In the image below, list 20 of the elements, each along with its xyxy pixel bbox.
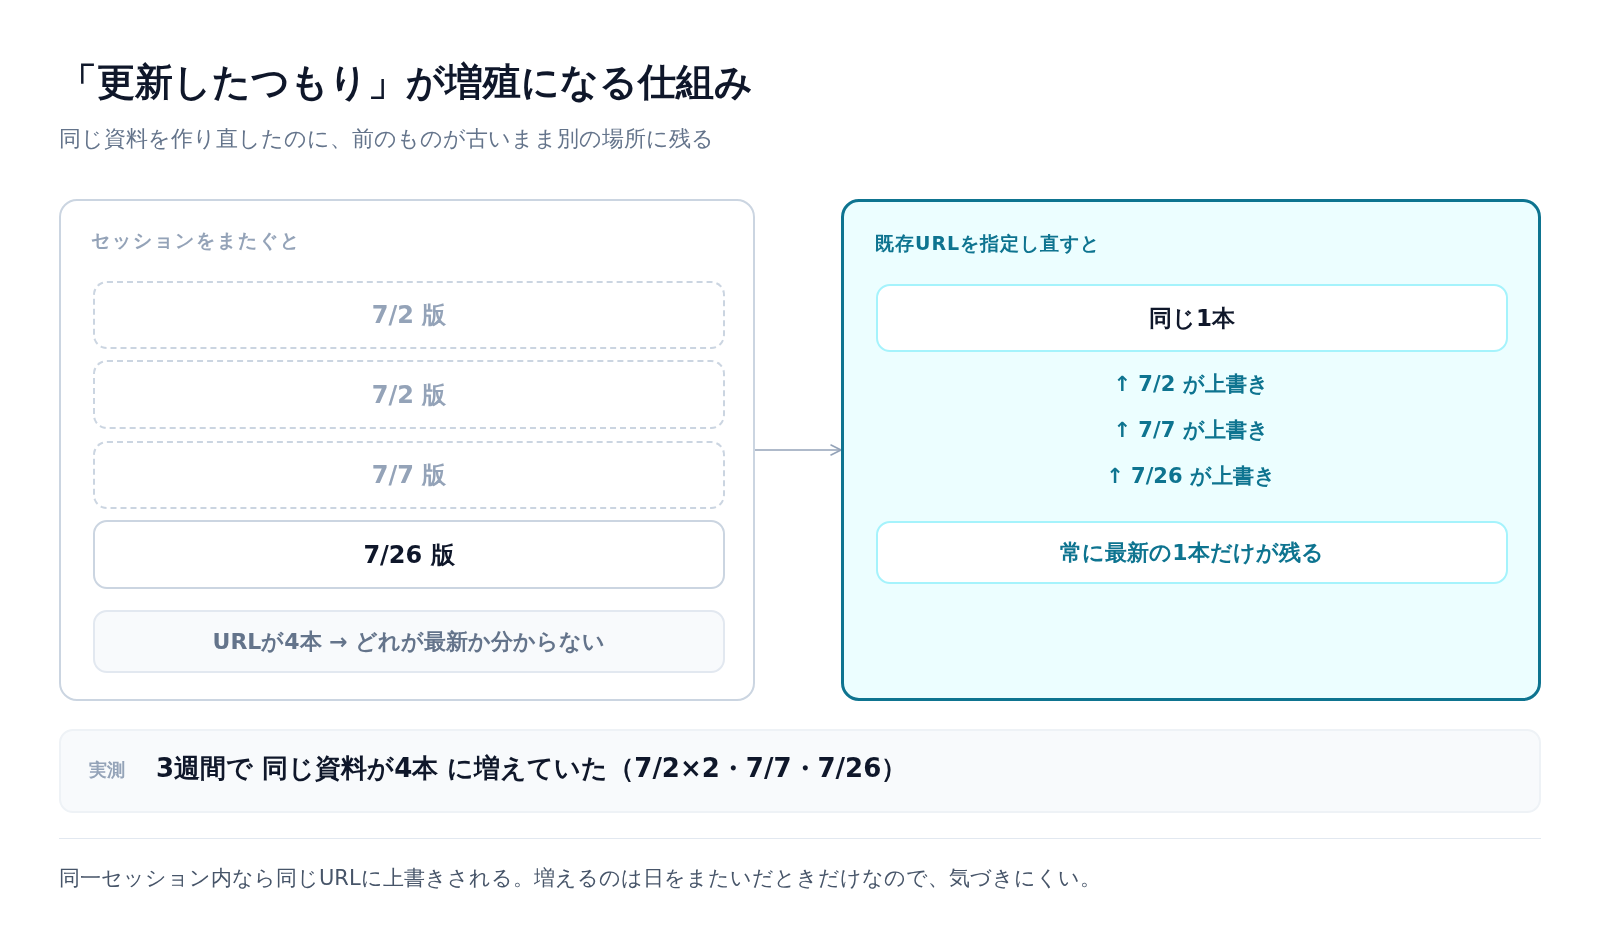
panel-heading: セッションをまたぐと [91, 229, 301, 252]
overwrite-note: ↑ 7/7 が上書き [1113, 418, 1269, 444]
comparison-panel [841, 199, 1541, 701]
title: 「更新したつもり」が増殖になる仕組み [59, 60, 753, 106]
version-card: 7/26 版 [93, 520, 725, 589]
result-card: 同じ1本 [876, 284, 1508, 352]
version-card: 7/7 版 [93, 441, 725, 509]
subtitle: 同じ資料を作り直したのに、前のものが古いまま別の場所に残る [59, 126, 714, 153]
summary-box: URLが4本 → どれが最新か分からない [93, 610, 725, 673]
overwrite-note: ↑ 7/26 が上書き [1106, 464, 1276, 490]
footnote: 同一セッション内なら同じURLに上書きされる。増えるのは日をまたいだときだけなので、気づきにくい。 [59, 866, 1101, 892]
comparison-panel [59, 199, 755, 701]
panel-heading: 既存URLを指定し直すと [875, 232, 1101, 255]
result-text: 3週間で 同じ資料が4本 に増えていた（7/2×2・7/7・7/26） [156, 753, 908, 785]
version-card: 7/2 版 [93, 281, 725, 349]
overwrite-note: ↑ 7/2 が上書き [1113, 372, 1269, 398]
version-card: 7/2 版 [93, 360, 725, 429]
tag-label: 実測 [89, 759, 125, 781]
result-card: 常に最新の1本だけが残る [876, 521, 1508, 584]
arrow [754, 444, 842, 456]
